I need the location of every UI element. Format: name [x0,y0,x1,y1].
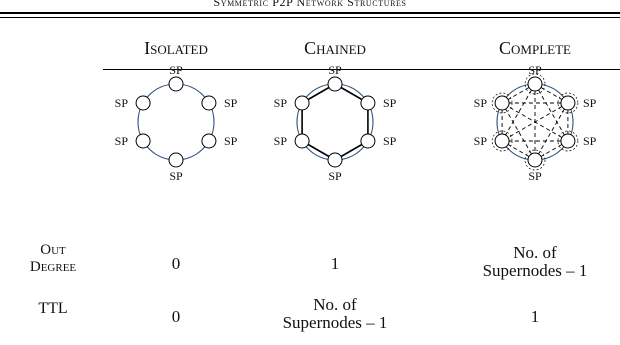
row-label-out-degree-line1: Out [40,242,66,258]
supernode [168,76,184,92]
node-label-sp: SP [328,63,342,77]
node-label-sp: SP [528,169,542,183]
top-rule-thin [0,17,620,18]
node-label-sp: SP [115,96,129,110]
node-halo [524,149,546,171]
supernode [494,133,510,149]
cell-out-degree-chained: 1 [330,254,340,273]
cell-out-degree-isolated: 0 [171,254,181,273]
supernode [201,133,217,149]
node-halo [491,92,513,114]
supernode [527,152,543,168]
supernode [327,76,343,92]
supernode [135,95,151,111]
mesh-link [534,102,569,161]
supernode [135,133,151,149]
supernode [294,133,310,149]
supernode [360,95,376,111]
supernode [494,95,510,111]
cell-ttl-isolated: 0 [171,307,181,326]
supernode [168,152,184,168]
cell-ttl-complete: 1 [530,307,540,326]
table-caption: Symmetric P2P Network Structures [213,0,407,9]
supernode [360,133,376,149]
node-label-sp: SP [274,134,288,148]
mesh-link [501,83,536,142]
node-label-sp: SP [583,96,597,110]
supernode [560,95,576,111]
mesh-link [501,102,569,142]
node-label-sp: SP [169,63,183,77]
node-label-sp: SP [274,96,288,110]
row-label-ttl: TTL [38,300,68,317]
row-label-out-degree-line2: Degree [29,259,77,275]
column-header-isolated: Isolated [144,38,208,58]
cell-ttl-chained-line2: Supernodes – 1 [282,313,388,332]
node-label-sp: SP [328,169,342,183]
node-label-sp: SP [528,63,542,77]
node-halo [557,130,579,152]
header-rule [103,69,620,70]
node-label-sp: SP [115,134,129,148]
top-rule-thick [0,12,620,14]
node-halo [557,92,579,114]
supernode [560,133,576,149]
ring-circle [137,83,215,161]
cell-out-degree-complete: No. of Supernodes – 1 [460,244,610,280]
supernode [327,152,343,168]
column-header-chained: Chained [304,38,366,58]
node-label-sp: SP [224,96,238,110]
chained-topology-diagram: SP SP SP SP SP SP [274,63,397,183]
cell-out-degree-complete-line2: Supernodes – 1 [482,261,588,280]
supernode [294,95,310,111]
isolated-topology-diagram: SP SP SP SP SP SP [115,63,238,183]
mesh-link [501,102,536,161]
supernode [201,95,217,111]
node-label-sp: SP [583,134,597,148]
node-halo [524,73,546,95]
node-label-sp: SP [474,96,488,110]
mesh-link [534,83,569,142]
supernode [527,76,543,92]
node-halo [491,130,513,152]
row-label-out-degree: Out Degree [8,242,98,276]
ring-circle [296,83,374,161]
column-header-complete: Complete [499,38,571,58]
node-label-sp: SP [383,96,397,110]
node-label-sp: SP [224,134,238,148]
cell-out-degree-complete-line1: No. of [513,243,557,262]
node-label-sp: SP [383,134,397,148]
node-label-sp: SP [169,169,183,183]
cell-ttl-chained: No. of Supernodes – 1 [260,296,410,332]
node-label-sp: SP [474,134,488,148]
complete-topology-diagram: SP SP SP SP SP SP [474,63,597,183]
cell-ttl-chained-line1: No. of [313,295,357,314]
